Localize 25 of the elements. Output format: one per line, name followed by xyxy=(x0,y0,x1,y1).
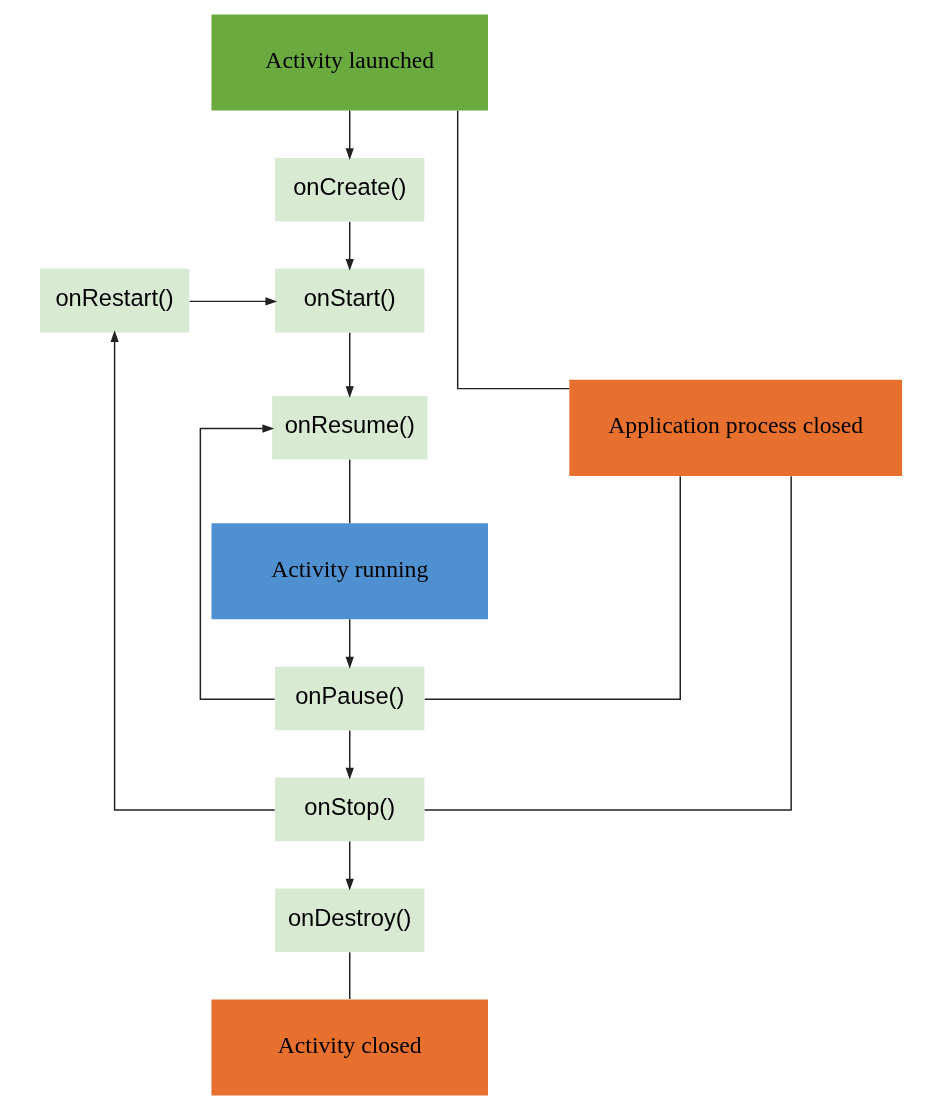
node-box: Activity closed xyxy=(210,999,488,1096)
arrow xyxy=(345,840,354,891)
arrow xyxy=(345,729,354,780)
arrow xyxy=(109,330,275,811)
connector xyxy=(456,109,570,390)
connector xyxy=(423,475,681,700)
node-box: onStop() xyxy=(274,777,424,842)
arrow xyxy=(188,297,277,306)
node-box: Activity running xyxy=(210,523,488,620)
connector xyxy=(423,475,792,811)
connector xyxy=(348,458,350,524)
node-box: onRestart() xyxy=(39,268,189,333)
arrow xyxy=(199,424,275,700)
node-box: onResume() xyxy=(271,396,427,460)
connector xyxy=(348,951,350,1000)
node-box: onStart() xyxy=(274,268,424,333)
arrow xyxy=(345,109,354,160)
node-box: onDestroy() xyxy=(274,888,424,953)
node-box: Application process closed xyxy=(568,379,902,476)
arrow xyxy=(345,618,354,669)
node-box: onPause() xyxy=(274,666,424,731)
node-box: onCreate() xyxy=(274,157,424,222)
arrow xyxy=(345,332,354,398)
arrow xyxy=(345,221,354,271)
node-box: Activity launched xyxy=(210,14,488,111)
